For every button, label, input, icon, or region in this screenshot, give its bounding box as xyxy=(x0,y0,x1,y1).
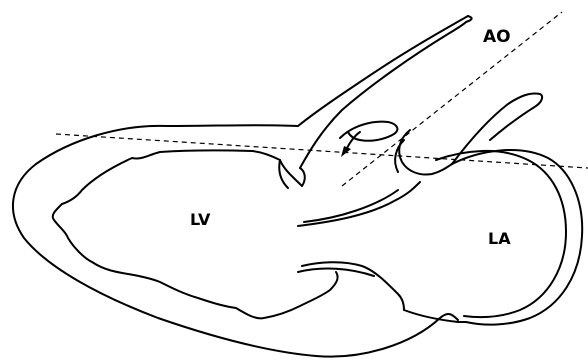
label-la: LA xyxy=(488,229,511,248)
aortic-valve-cusp xyxy=(340,122,397,141)
aorta-lower-wall xyxy=(300,22,466,168)
label-ao: AO xyxy=(483,27,511,47)
la-outer-wall xyxy=(452,150,582,325)
lv-outer-wall xyxy=(13,125,458,356)
valve-flow-arrow xyxy=(346,132,360,150)
valve-flow-arrowhead xyxy=(341,146,351,157)
posterior-av-junction xyxy=(404,310,466,322)
mitral-aortic-curtain xyxy=(399,130,452,175)
lv-inner-wall xyxy=(53,150,338,318)
label-lv: LV xyxy=(190,210,211,229)
aorta-upper-wall xyxy=(298,16,468,126)
